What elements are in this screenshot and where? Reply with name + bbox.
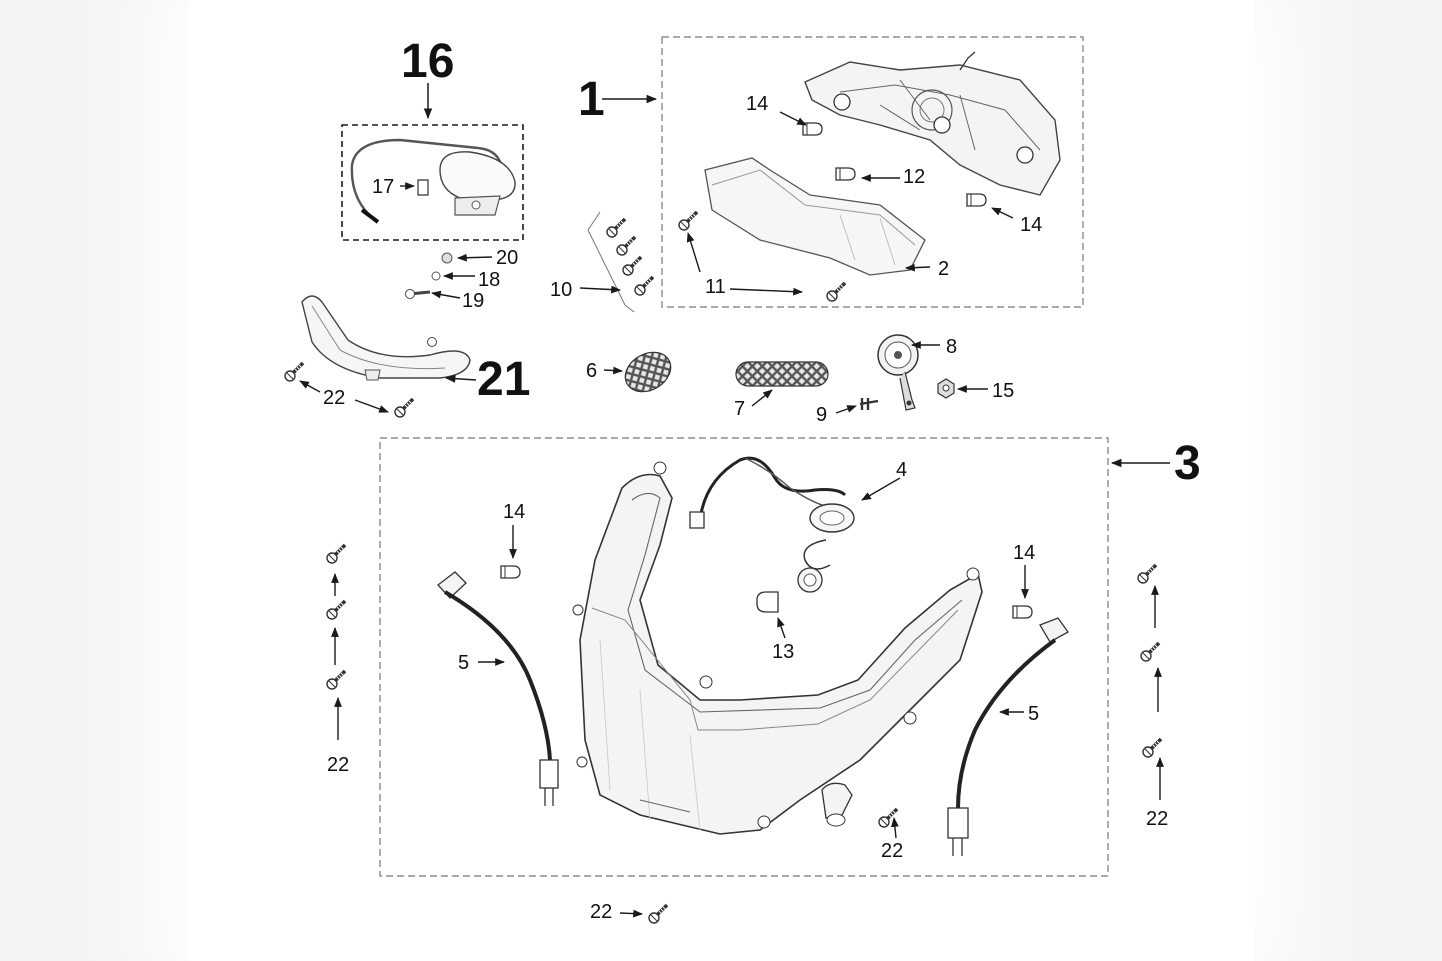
right-screw-stack: 22: [1136, 563, 1168, 830]
side-light-wire-5: [956, 638, 1057, 809]
side-light-socket: [1039, 617, 1069, 643]
headlight-assembly: 3 4: [379, 437, 1201, 877]
washer-18-icon: [431, 271, 441, 281]
group-3-boundary: [379, 437, 1109, 877]
tail-light-assembly: 1 14 12 14 11 2: [578, 36, 1084, 308]
part-label-9: 9: [816, 404, 827, 426]
oval-grille-7: [735, 361, 829, 387]
left-screw-stack: 22: [325, 543, 349, 776]
part-label-15: 15: [992, 380, 1014, 402]
part-label-22: 22: [590, 901, 612, 923]
group-label-3: 3: [1174, 437, 1201, 490]
part-label-8: 8: [946, 336, 957, 358]
license-plate-light-assembly: 16 17: [341, 35, 524, 241]
tail-light-housing: [804, 61, 1061, 196]
screw-22-icon: [283, 361, 305, 383]
side-light-wire-5: [443, 590, 552, 761]
bulb-12-icon: [835, 167, 856, 181]
part-label-5: 5: [1028, 703, 1039, 725]
headlight-harness: [698, 456, 847, 521]
part-label-14: 14: [1020, 214, 1042, 236]
plate-light-housing: [439, 151, 516, 201]
bulb-14-icon: [500, 565, 521, 579]
rear-trim-assembly: 21 22: [283, 295, 530, 419]
part-label-14: 14: [503, 501, 525, 523]
group-label-16: 16: [401, 35, 454, 88]
part-label-6: 6: [586, 360, 597, 382]
part-label-19: 19: [462, 290, 484, 312]
group-label-1: 1: [578, 73, 605, 126]
group-label-21: 21: [477, 353, 530, 406]
screw-11-icon: [677, 210, 699, 232]
grille-parts: 6 7: [586, 351, 829, 420]
screw-22-icon: [393, 397, 415, 419]
part-label-22: 22: [881, 840, 903, 862]
part-label-18: 18: [478, 269, 500, 291]
part-label-5: 5: [458, 652, 469, 674]
group-1-boundary: [661, 36, 1084, 308]
part-label-7: 7: [734, 398, 745, 420]
part-label-12: 12: [903, 166, 925, 188]
part-label-22: 22: [1146, 808, 1168, 830]
screw-set-10: 10: [550, 211, 655, 313]
part-label-2: 2: [938, 258, 949, 280]
rear-trim-piece: [301, 295, 471, 379]
part-label-22: 22: [323, 387, 345, 409]
tail-light-lens: [704, 157, 926, 276]
screw-11-icon: [825, 281, 847, 303]
bottom-screw: 22: [590, 901, 669, 925]
nut-20-icon: [441, 252, 453, 264]
plate-light-wire: [350, 138, 504, 221]
bolt-9-icon: [859, 398, 879, 410]
part-label-11: 11: [705, 276, 726, 298]
part-label-20: 20: [496, 247, 518, 269]
small-fasteners: 20 18 19: [405, 247, 518, 312]
part-label-14: 14: [746, 93, 768, 115]
part-label-10: 10: [550, 279, 572, 301]
part-label-13: 13: [772, 641, 794, 663]
part-label-22: 22: [327, 754, 349, 776]
headlight-housing: [579, 473, 983, 835]
bulb-17-icon: [417, 179, 429, 196]
part-label-4: 4: [896, 459, 907, 481]
part-label-17: 17: [372, 176, 394, 198]
horn-assembly: 8 9 15: [816, 334, 1014, 426]
group-16-boundary: [341, 124, 524, 241]
bulb-14-icon: [1012, 605, 1033, 619]
bulb-14-icon: [966, 193, 987, 207]
position-light-socket: [821, 782, 853, 819]
bulb-13-icon: [756, 591, 779, 613]
part-label-14: 14: [1013, 542, 1035, 564]
round-grille-6: [624, 351, 672, 393]
